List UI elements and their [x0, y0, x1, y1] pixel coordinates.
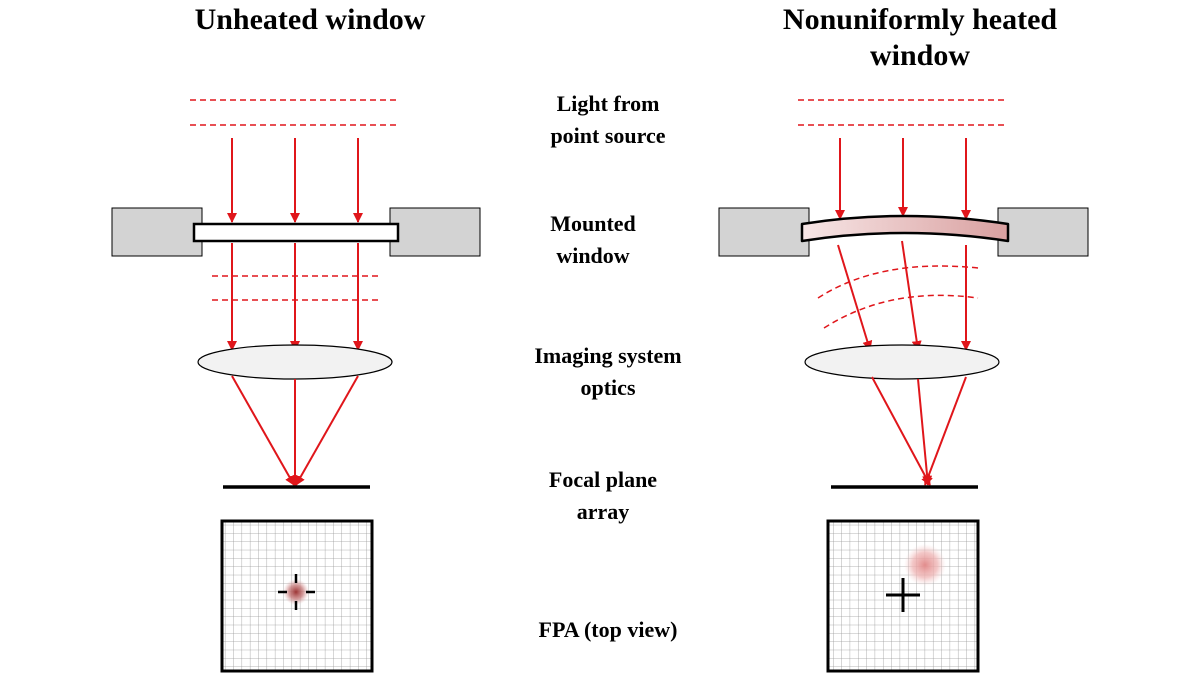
- window-mount-right: [389, 207, 481, 257]
- crosshair-icon: [278, 574, 315, 610]
- distorted-wavefront: [823, 294, 979, 329]
- focused-ray: [923, 376, 967, 486]
- unheated-window: [192, 222, 400, 243]
- label-imaging-optics: Imaging system optics: [488, 340, 728, 404]
- window-mount-left: [111, 207, 203, 257]
- label-fpa-line1: Focal plane: [548, 467, 658, 492]
- label-light-line2: point source: [550, 123, 666, 148]
- label-window-line1: Mounted: [550, 211, 636, 236]
- label-fpa-top-view: FPA (top view): [538, 617, 678, 642]
- fpa-frame: [826, 519, 980, 673]
- deflected-ray: [901, 240, 922, 351]
- focused-ray: [917, 378, 933, 486]
- label-light-line1: Light from: [556, 91, 660, 116]
- title-heated-line1: Nonuniformly heated: [782, 3, 1058, 36]
- deflected-ray: [837, 244, 873, 351]
- label-window-line2: window: [556, 243, 630, 268]
- label-optics-line1: Imaging system: [534, 343, 682, 368]
- title-heated-line2: window: [869, 39, 971, 72]
- focused-ray: [295, 375, 359, 486]
- label-mounted-window: Mounted window: [473, 208, 713, 272]
- title-unheated: Unheated window: [194, 3, 426, 36]
- label-optics-line2: optics: [580, 375, 636, 400]
- fpa-frame: [220, 519, 374, 673]
- crosshair-icon: [886, 578, 920, 612]
- heated-column: [718, 99, 1089, 673]
- shifted-spot: [904, 544, 946, 586]
- window-mount-left: [718, 207, 810, 257]
- title-heated: Nonuniformly heated window: [720, 2, 1120, 74]
- focused-ray: [231, 375, 295, 486]
- window-mount-right: [997, 207, 1089, 257]
- focused-ray: [871, 376, 931, 486]
- focused-spot: [283, 579, 309, 605]
- imaging-lens: [197, 344, 393, 380]
- label-light-source: Light from point source: [488, 88, 728, 152]
- heated-window: [800, 214, 1010, 243]
- distorted-wavefront: [817, 265, 979, 299]
- imaging-lens: [804, 344, 1000, 380]
- unheated-column: [111, 99, 481, 673]
- label-focal-plane-array: Focal plane array: [483, 464, 723, 528]
- label-fpa-line2: array: [576, 499, 630, 524]
